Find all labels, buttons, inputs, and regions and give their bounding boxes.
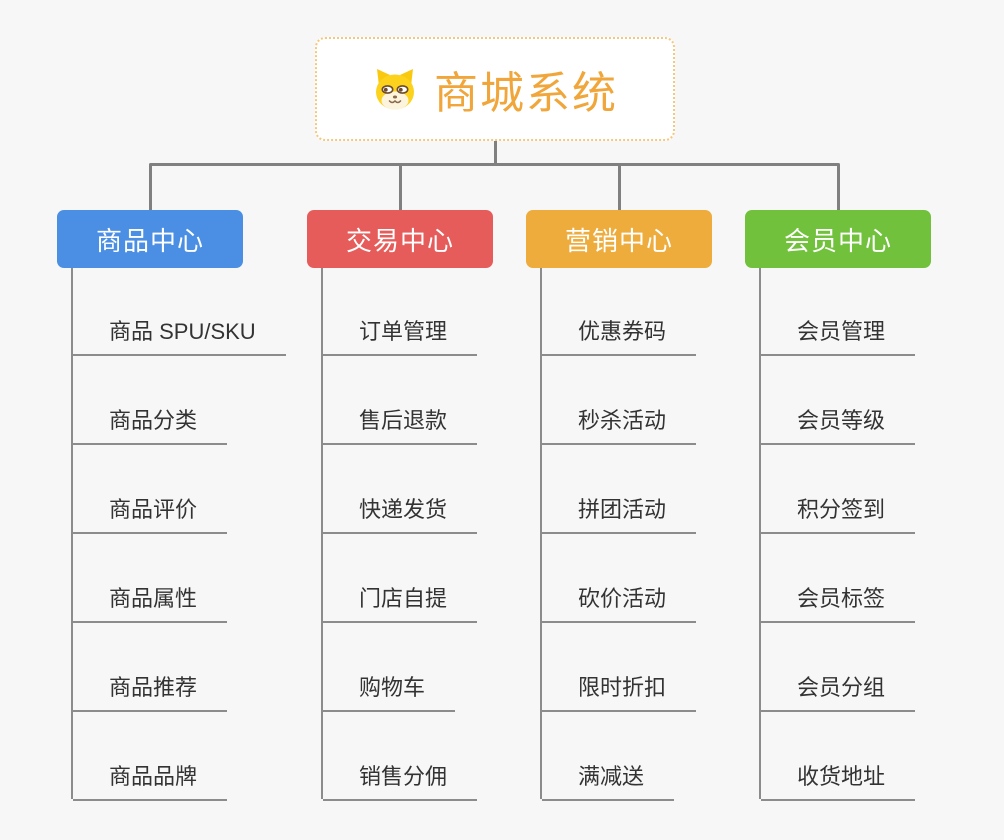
branch-children-member: 会员管理 会员等级 积分签到 会员标签 会员分组 收货地址 bbox=[759, 268, 991, 801]
leaf-node[interactable]: 会员等级 bbox=[761, 406, 916, 445]
connector-root-drop bbox=[494, 141, 497, 165]
branch-node-trade-center[interactable]: 交易中心 bbox=[307, 210, 493, 268]
branch-children-marketing: 优惠券码 秒杀活动 拼团活动 砍价活动 限时折扣 满减送 bbox=[540, 268, 772, 801]
connector-drop-trade bbox=[399, 165, 402, 210]
leaf-node[interactable]: 门店自提 bbox=[323, 584, 478, 623]
leaf-node[interactable]: 拼团活动 bbox=[542, 495, 697, 534]
leaf-node[interactable]: 积分签到 bbox=[761, 495, 916, 534]
leaf-node[interactable]: 商品属性 bbox=[73, 584, 228, 623]
branch-label: 会员中心 bbox=[783, 225, 892, 256]
connector-drop-member bbox=[837, 165, 840, 210]
leaf-node[interactable]: 砍价活动 bbox=[542, 584, 697, 623]
shiba-dog-icon bbox=[372, 67, 418, 111]
leaf-node[interactable]: 会员标签 bbox=[761, 584, 916, 623]
leaf-node[interactable]: 满减送 bbox=[542, 762, 675, 801]
leaf-node[interactable]: 收货地址 bbox=[761, 762, 916, 801]
leaf-node[interactable]: 优惠券码 bbox=[542, 317, 697, 356]
connector-drop-marketing bbox=[618, 165, 621, 210]
branch-label: 商品中心 bbox=[95, 225, 204, 256]
leaf-node[interactable]: 商品推荐 bbox=[73, 673, 228, 712]
leaf-node[interactable]: 会员分组 bbox=[761, 673, 916, 712]
root-title: 商城系统 bbox=[434, 69, 618, 118]
leaf-node[interactable]: 商品 SPU/SKU bbox=[73, 317, 286, 356]
leaf-node[interactable]: 秒杀活动 bbox=[542, 406, 697, 445]
branch-label: 交易中心 bbox=[345, 225, 454, 256]
branch-node-member-center[interactable]: 会员中心 bbox=[745, 210, 931, 268]
leaf-node[interactable]: 快递发货 bbox=[323, 495, 478, 534]
leaf-node[interactable]: 商品评价 bbox=[73, 495, 228, 534]
connector-drop-product bbox=[149, 165, 152, 210]
branch-node-marketing-center[interactable]: 营销中心 bbox=[526, 210, 712, 268]
leaf-node[interactable]: 商品品牌 bbox=[73, 762, 228, 801]
branch-children-product: 商品 SPU/SKU 商品分类 商品评价 商品属性 商品推荐 商品品牌 bbox=[71, 268, 303, 801]
leaf-node[interactable]: 销售分佣 bbox=[323, 762, 478, 801]
leaf-node[interactable]: 购物车 bbox=[323, 673, 456, 712]
leaf-node[interactable]: 商品分类 bbox=[73, 406, 228, 445]
connector-horizontal-spine bbox=[149, 163, 840, 166]
leaf-node[interactable]: 会员管理 bbox=[761, 317, 916, 356]
leaf-node[interactable]: 售后退款 bbox=[323, 406, 478, 445]
leaf-node[interactable]: 限时折扣 bbox=[542, 673, 697, 712]
root-node[interactable]: 商城系统 bbox=[315, 37, 675, 141]
leaf-node[interactable]: 订单管理 bbox=[323, 317, 478, 356]
branch-children-trade: 订单管理 售后退款 快递发货 门店自提 购物车 销售分佣 bbox=[321, 268, 553, 801]
branch-label: 营销中心 bbox=[564, 225, 673, 256]
branch-node-product-center[interactable]: 商品中心 bbox=[57, 210, 243, 268]
